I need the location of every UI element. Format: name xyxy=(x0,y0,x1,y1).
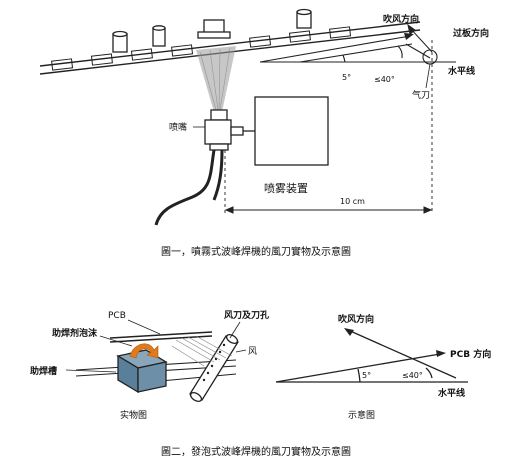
fig2-flux-foam-label: 助焊剂泡沫 xyxy=(52,327,98,339)
dimension-line xyxy=(224,206,433,214)
fig2-horizontal-line-label: 水平线 xyxy=(438,387,465,399)
pcb-plate xyxy=(109,331,213,343)
fig1-caption: 圖一，噴霧式波峰焊機的風刀實物及示意圖 xyxy=(161,245,351,258)
figure1-diagram: 吹风方向 过板方向 水平线 5° ≤40° 气刀 喷嘴 喷雾装置 10 cm 圖… xyxy=(39,8,489,258)
fig1-blow-direction-label: 吹风方向 xyxy=(383,13,419,25)
fig1-air-knife-label: 气刀 xyxy=(412,89,430,101)
rail-components xyxy=(112,8,312,53)
fig2-wind-label: 风 xyxy=(248,346,257,357)
fig2-angle-5-label: 5° xyxy=(362,371,371,380)
fig1-distance-label: 10 cm xyxy=(340,197,365,206)
fig2-flux-tank-label: 助焊槽 xyxy=(30,365,57,377)
fig1-angle-40-label: ≤40° xyxy=(374,75,395,84)
air-knife xyxy=(189,334,239,402)
fig2-schematic-label: 示意图 xyxy=(348,409,375,421)
wind-lines xyxy=(171,335,233,367)
spray-device-box xyxy=(243,96,329,166)
flux-tank xyxy=(116,349,168,394)
fig1-spray-device-label: 喷雾装置 xyxy=(264,182,308,195)
nozzle-body xyxy=(204,109,244,151)
fig2-pcb-direction-label: PCB 方向 xyxy=(450,348,491,360)
fig1-angle-diagram xyxy=(259,35,456,65)
figure2-diagram: PCB 助焊剂泡沫 助焊槽 风刀及刀孔 风 实物图 吹风方向 PCB 方向 5°… xyxy=(30,309,491,458)
fig1-horizontal-line-label: 水平线 xyxy=(448,65,475,77)
fig2-angle-diagram xyxy=(275,329,468,383)
hoses xyxy=(154,149,224,226)
fig2-blow-direction-label: 吹风方向 xyxy=(338,313,374,325)
fig1-angle-5-label: 5° xyxy=(342,73,351,82)
fig2-physical-label: 实物图 xyxy=(120,409,147,421)
fig2-air-knife-hole-label: 风刀及刀孔 xyxy=(224,309,269,321)
blow-direction-arrow xyxy=(407,23,433,53)
spray-cone xyxy=(196,46,236,112)
foam-arrow xyxy=(129,343,159,359)
fig2-caption: 圖二，發泡式波峰焊機的風刀實物及示意圖 xyxy=(161,445,351,458)
fig1-nozzle-label: 喷嘴 xyxy=(169,122,187,133)
fig2-pcb-label: PCB xyxy=(108,311,126,321)
fig1-board-direction-label: 过板方向 xyxy=(453,27,489,39)
fig2-angle-40-label: ≤40° xyxy=(402,371,423,380)
